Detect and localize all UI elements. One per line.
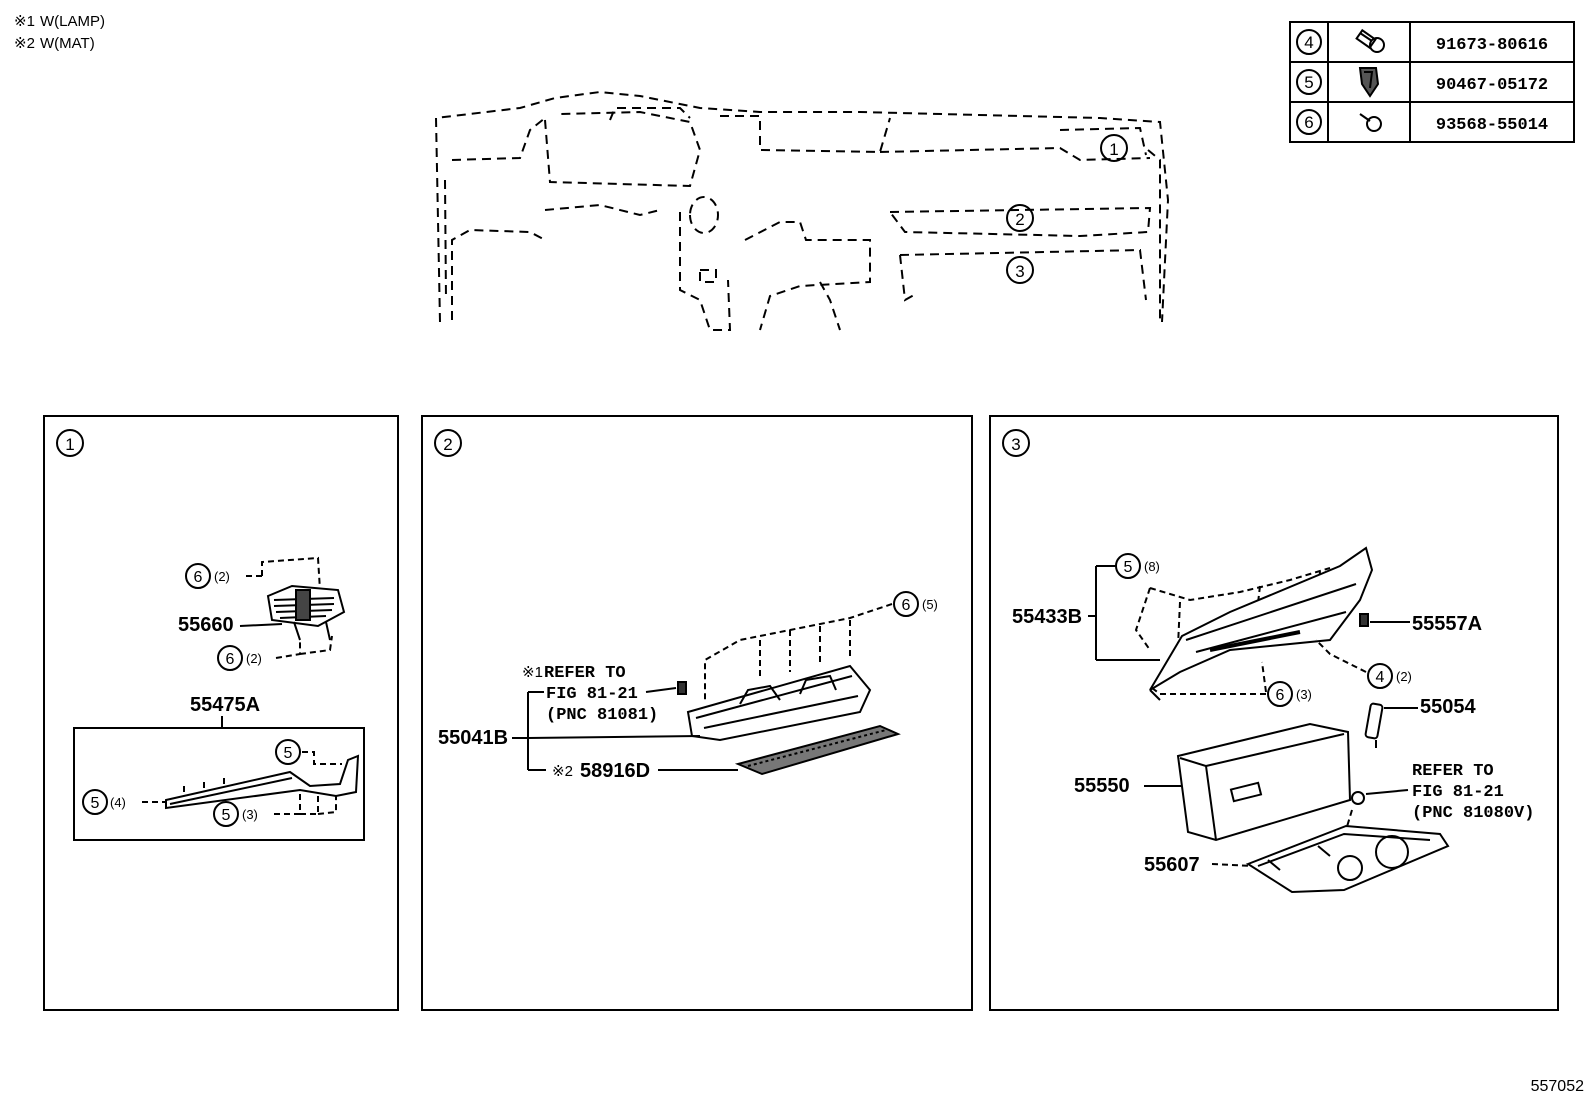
glove-box-cover-icon (1245, 824, 1450, 894)
trim-strip-icon (165, 754, 360, 810)
panel-3: 3 5 (8) 55433B 55557A 4 (2) 6 (3) (989, 415, 1559, 1011)
refer-fig: FIG 81-21 (546, 685, 638, 704)
overview-callout-label: 3 (1015, 262, 1024, 281)
overview-callout-label: 2 (1015, 210, 1024, 229)
part-55433B-label: 55433B (1012, 606, 1082, 628)
ref-number: 6 (1304, 113, 1313, 132)
panel-number: 2 (443, 435, 452, 454)
mat-icon (734, 724, 901, 776)
figure-number: 557052 (1531, 1078, 1584, 1095)
dashboard-overview: 1 2 3 (434, 90, 1170, 331)
refer-to: REFER TO (544, 664, 626, 683)
qty: (2) (214, 569, 230, 584)
qty: (8) (1144, 559, 1160, 574)
part-55607-label: 55607 (1144, 854, 1200, 876)
part-55660-label: 55660 (178, 614, 234, 636)
ref-number: 4 (1304, 33, 1313, 52)
bolt-icon (1355, 28, 1385, 53)
qty: (4) (110, 795, 126, 810)
part-number: 90467-05172 (1436, 76, 1548, 95)
table-row: 5 90467-05172 (1296, 67, 1548, 98)
overview-callout (1100, 134, 1128, 162)
panel-number: 1 (65, 435, 74, 454)
part-55475A-label: 55475A (190, 694, 260, 716)
refer-pnc: (PNC 81081) (546, 706, 658, 725)
qty: (5) (922, 597, 938, 612)
lower-panel-icon (677, 664, 872, 742)
part-55054-label: 55054 (1420, 696, 1476, 718)
part-number: 91673-80616 (1436, 36, 1548, 55)
note-2-mark: ※2 (14, 35, 35, 52)
qty: (2) (246, 651, 262, 666)
table-row: 4 91673-80616 (1296, 28, 1548, 55)
refer-to: REFER TO (1412, 762, 1494, 781)
overview-callout (1006, 204, 1034, 232)
ref-6-callout: 6 (1276, 687, 1285, 704)
panel-2: 2 6 (5) ※1 REFER TO FIG 81-21 (PNC 81081… (421, 415, 973, 1011)
overview-callout (1006, 256, 1034, 284)
part-55041B-label: 55041B (438, 727, 508, 749)
note-1-text: W(LAMP) (40, 13, 105, 30)
ref-6-callout: 6 (194, 569, 203, 586)
ref-5-callout: 5 (1124, 559, 1133, 576)
note-1-mark: ※1 (14, 13, 35, 30)
ref-5-callout: 5 (91, 795, 100, 812)
screw-icon (1359, 113, 1382, 132)
qty: (2) (1396, 669, 1412, 684)
ref-number: 5 (1304, 73, 1313, 92)
overview-callout-label: 1 (1109, 140, 1118, 159)
ref-6-callout: 6 (902, 597, 911, 614)
ref-5-callout: 5 (284, 745, 293, 762)
note-2-mark: ※2 (552, 763, 573, 780)
note-2-text: W(MAT) (40, 35, 95, 52)
notes: ※1 W(LAMP) ※2 W(MAT) (14, 13, 105, 52)
refer-fig: FIG 81-21 (1412, 783, 1504, 802)
lamp-icon (1364, 702, 1384, 748)
fastener-table: 4 91673-80616 5 90467-05172 6 9 (1289, 21, 1575, 143)
ref-4-callout: 4 (1376, 669, 1385, 686)
part-58916D-label: 58916D (580, 760, 650, 782)
register-vent-icon (266, 584, 346, 641)
note-1-mark: ※1 (522, 664, 543, 681)
qty: (3) (242, 807, 258, 822)
ref-5-callout: 5 (222, 807, 231, 824)
table-row: 6 93568-55014 (1296, 109, 1548, 135)
glove-box-door-icon (1176, 722, 1352, 842)
part-number: 93568-55014 (1436, 116, 1548, 135)
panel-number: 3 (1011, 435, 1020, 454)
ref-6-callout: 6 (226, 651, 235, 668)
panel-1: 1 6 (2) 55660 6 (2) 55475A 5 (43, 415, 399, 1011)
instrument-panel-lower-icon (1149, 546, 1374, 701)
part-55557A-label: 55557A (1412, 613, 1482, 635)
refer-pnc: (PNC 81080V) (1412, 804, 1534, 823)
part-55550-label: 55550 (1074, 775, 1130, 797)
qty: (3) (1296, 687, 1312, 702)
clip-icon (1358, 67, 1380, 98)
